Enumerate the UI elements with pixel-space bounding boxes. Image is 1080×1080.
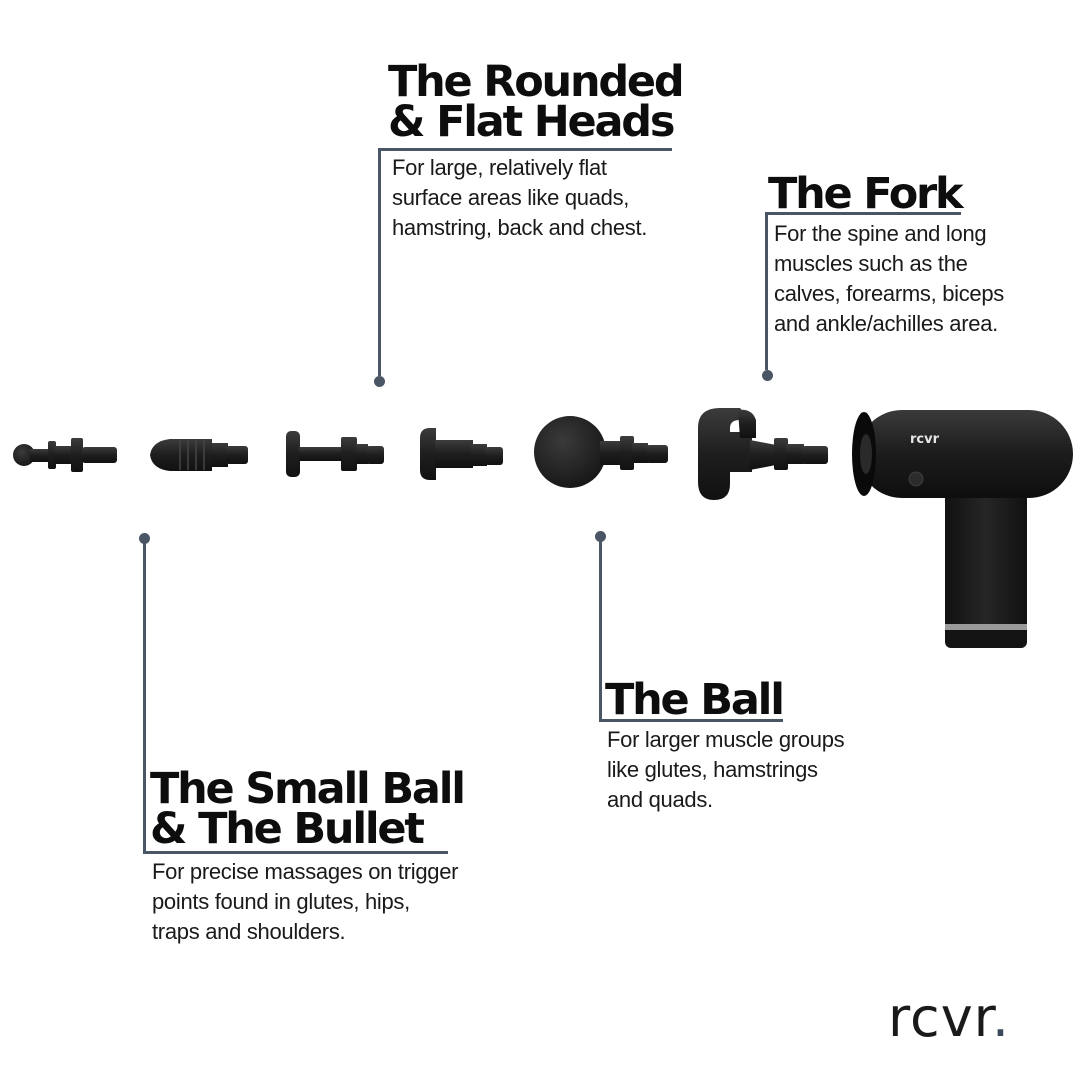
fork-description: For the spine and long muscles such as t… — [774, 221, 1004, 336]
rounded-flat-heads-underline — [378, 148, 672, 151]
ball-attachment — [534, 416, 668, 488]
fork-marker — [762, 370, 773, 381]
fork-underline — [765, 212, 961, 215]
fork-leader-line — [765, 212, 768, 370]
small-ball-bullet-underline — [143, 851, 448, 854]
rounded-flat-heads-leader-line — [378, 148, 381, 376]
small-ball-bullet-title: The Small Ball & The Bullet — [150, 764, 466, 854]
small-ball-attachment — [13, 438, 117, 472]
brand-logo-dot: . — [991, 986, 1011, 1049]
ball-leader-line — [599, 537, 602, 721]
small-ball-bullet-leader-line — [143, 539, 146, 853]
massage-gun: rcvr — [852, 410, 1073, 648]
rounded-flat-heads-marker — [374, 376, 385, 387]
brand-logo-text: rcvr — [888, 986, 992, 1049]
small-ball-bullet-marker — [139, 533, 150, 544]
fork-attachment — [698, 408, 828, 500]
rounded-flat-heads-description: For large, relatively flat surface areas… — [392, 155, 648, 240]
ball-marker — [595, 531, 606, 542]
rounded-head-attachment — [420, 428, 503, 480]
ball-description: For larger muscle groups like glutes, ha… — [607, 727, 845, 812]
device-label: rcvr — [910, 432, 940, 447]
ball-underline — [599, 719, 783, 722]
fork-title: The Fork — [768, 169, 964, 219]
brand-logo: rcvr. — [888, 988, 1010, 1048]
ball-title: The Ball — [605, 675, 785, 725]
rounded-flat-heads-title: The Rounded & Flat Heads — [388, 57, 685, 147]
bullet-attachment — [150, 439, 248, 471]
flat-head-attachment — [286, 431, 384, 477]
small-ball-bullet-description: For precise massages on trigger points f… — [152, 859, 459, 944]
